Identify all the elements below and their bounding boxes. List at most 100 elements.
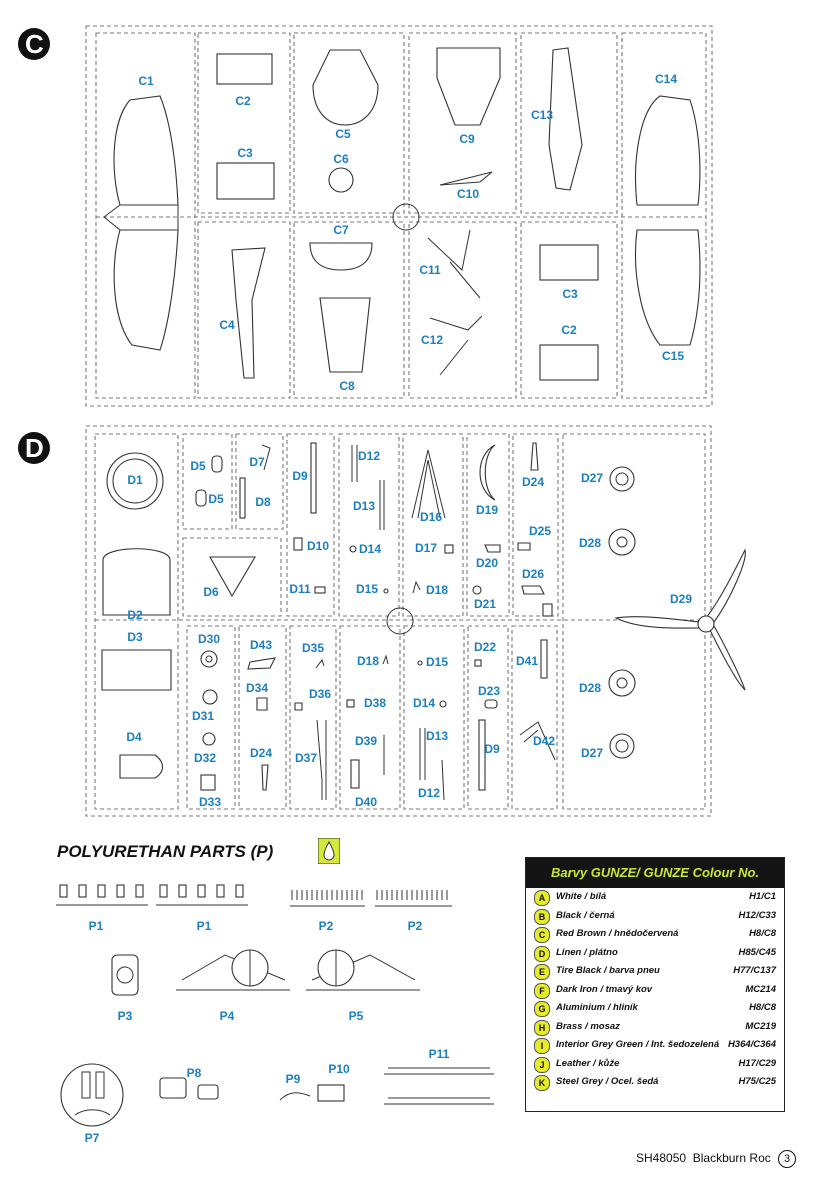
- part-p9: [279, 1092, 311, 1101]
- part-label: D13: [353, 499, 375, 513]
- part-d30: [200, 650, 218, 668]
- part-p1-set-a: [56, 884, 148, 906]
- part-d15b: [417, 660, 423, 666]
- part-label: D36: [309, 687, 331, 701]
- colour-code: H17/C29: [738, 1057, 777, 1069]
- part-label: D30: [198, 632, 220, 646]
- colour-name: Brass / mosaz: [556, 1020, 620, 1032]
- part-label: D4: [126, 730, 142, 744]
- part-label: D5: [208, 492, 224, 506]
- part-d13: [379, 480, 385, 530]
- colour-letter-badge: F: [534, 982, 550, 999]
- colour-name: Linen / plátno: [556, 946, 618, 958]
- part-d20: [484, 544, 501, 553]
- part-d36: [294, 702, 303, 711]
- svg-text:D: D: [25, 433, 44, 463]
- part-c1-wing: [113, 95, 179, 206]
- part-label: D35: [302, 641, 324, 655]
- colour-code: H8/C8: [749, 1002, 776, 1013]
- part-label: C10: [457, 187, 479, 201]
- part-p2-set-b: [375, 890, 452, 907]
- product-code: SH48050: [636, 1151, 687, 1165]
- colour-letter-badge: A: [534, 890, 550, 906]
- part-d3: [101, 649, 172, 691]
- part-label: P1: [197, 919, 212, 933]
- part-d24: [530, 442, 539, 471]
- part-label: D9: [292, 469, 308, 483]
- part-p1-set-b: [156, 884, 248, 906]
- part-d37: [316, 719, 327, 800]
- part-label: D26: [522, 567, 544, 581]
- colour-name: Dark Iron / tmavý kov: [556, 983, 653, 995]
- part-p3: [111, 954, 139, 996]
- part-p8: [159, 1077, 219, 1100]
- colour-code: MC214: [745, 983, 776, 995]
- part-d1: [106, 452, 164, 510]
- part-d29-propeller: [614, 548, 746, 691]
- part-d28-top: [608, 528, 636, 556]
- part-label: D21: [474, 597, 496, 611]
- part-p2-set-a: [290, 890, 365, 907]
- part-p10: [317, 1084, 345, 1102]
- colour-name: Black / černá: [556, 909, 615, 921]
- polyurethane-title: POLYURETHAN PARTS (P): [57, 842, 274, 861]
- part-d26: [521, 585, 545, 595]
- part-label: P8: [187, 1066, 202, 1080]
- part-d15: [383, 588, 389, 594]
- svg-text:C: C: [25, 29, 44, 59]
- part-label: C14: [655, 72, 677, 86]
- section-d-badge: D: [18, 432, 50, 464]
- part-c9: [436, 47, 501, 126]
- part-d27-bottom: [609, 733, 635, 759]
- part-c14-wing: [635, 95, 701, 206]
- part-p7: [60, 1063, 124, 1127]
- part-label: D25: [529, 524, 551, 538]
- part-d42: [519, 721, 556, 761]
- part-label: D3: [127, 630, 143, 644]
- part-label: D10: [307, 539, 329, 553]
- part-label: P10: [328, 1062, 350, 1076]
- part-label: C4: [219, 318, 235, 332]
- part-d38: [346, 699, 355, 708]
- colour-name: Leather / kůže: [556, 1057, 620, 1069]
- part-label: C6: [333, 152, 349, 166]
- part-p4: [176, 949, 290, 991]
- part-label: C3: [237, 146, 253, 160]
- part-d11: [314, 586, 326, 594]
- part-label: D37: [295, 751, 317, 765]
- part-label: D38: [364, 696, 386, 710]
- colour-code: H77/C137: [733, 965, 776, 976]
- part-label: P3: [118, 1009, 133, 1023]
- section-c-badge: C: [18, 28, 50, 60]
- part-c4: [231, 247, 266, 379]
- part-d12: [351, 445, 358, 482]
- part-c3-bottom: [539, 244, 599, 281]
- part-d7: [261, 444, 271, 471]
- part-label: D20: [476, 556, 498, 570]
- colour-letter-badge: I: [534, 1038, 550, 1054]
- part-label: D14: [413, 696, 435, 710]
- part-label: C3: [562, 287, 578, 301]
- part-label: D5: [190, 459, 206, 473]
- part-label: D29: [670, 592, 692, 606]
- part-label: D24: [522, 475, 544, 489]
- part-label: D23: [478, 684, 500, 698]
- part-label: D27: [581, 471, 603, 485]
- part-d28-bottom: [608, 669, 636, 697]
- part-label: C8: [339, 379, 355, 393]
- part-label: D9: [484, 742, 500, 756]
- part-d14: [349, 545, 357, 553]
- colour-code: H1/C1: [749, 891, 776, 902]
- colour-name: Aluminium / hliník: [556, 1002, 638, 1013]
- part-label: D33: [199, 795, 221, 809]
- part-label: P4: [220, 1009, 235, 1023]
- part-label: P2: [408, 919, 423, 933]
- part-label: D18: [357, 654, 379, 668]
- page-footer: SH48050 Blackburn Roc 3: [636, 1150, 797, 1168]
- part-c2-top: [216, 53, 273, 85]
- part-label: C9: [459, 132, 475, 146]
